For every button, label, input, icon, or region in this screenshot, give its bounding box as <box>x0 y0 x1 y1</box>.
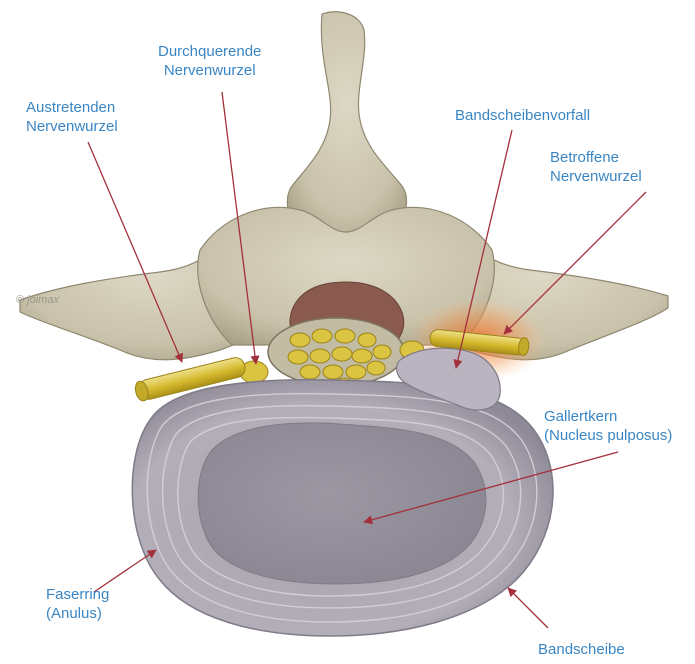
label-herniation: Bandscheibenvorfall <box>455 106 590 125</box>
pointer-disc <box>508 588 548 628</box>
copyright-watermark: © joimax <box>16 294 59 306</box>
label-anulus-line1: Faserring <box>46 585 109 604</box>
label-exiting-root: Austretenden Nervenwurzel <box>26 98 118 136</box>
label-anulus: Faserring (Anulus) <box>46 585 109 623</box>
nucleus-pulposus <box>198 423 486 584</box>
label-nucleus: Gallertkern (Nucleus pulposus) <box>544 407 672 445</box>
label-exiting-root-line1: Austretenden <box>26 98 118 117</box>
label-nucleus-line2: (Nucleus pulposus) <box>544 426 672 445</box>
label-exiting-root-line2: Nervenwurzel <box>26 117 118 136</box>
spinous-process <box>287 12 406 240</box>
label-affected-root: Betroffene Nervenwurzel <box>550 148 642 186</box>
label-affected-root-line1: Betroffene <box>550 148 642 167</box>
label-affected-root-line2: Nervenwurzel <box>550 167 642 186</box>
label-anulus-line2: (Anulus) <box>46 604 109 623</box>
label-nucleus-line1: Gallertkern <box>544 407 672 426</box>
label-traversing-root-line2: Nervenwurzel <box>158 61 261 80</box>
label-traversing-root-line1: Durchquerende <box>158 42 261 61</box>
label-disc: Bandscheibe <box>538 640 625 659</box>
label-traversing-root: Durchquerende Nervenwurzel <box>158 42 261 80</box>
